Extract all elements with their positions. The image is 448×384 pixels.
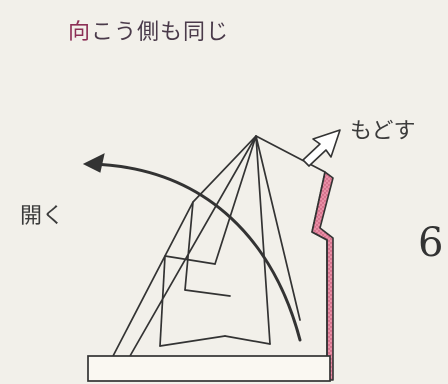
folded-paper [111, 135, 328, 359]
top-note-text: こう側も同じ [91, 20, 230, 45]
step-number: 6 [418, 220, 444, 266]
return-label: もどす [350, 119, 416, 144]
top-note-accent: 向 [68, 20, 92, 45]
pink-back-edge [311, 171, 334, 381]
other-side-same-note: 向こう側も同じ [68, 14, 229, 46]
curved-arrow-icon [82, 153, 302, 342]
paper-base [87, 355, 331, 382]
hollow-arrow-icon [302, 129, 341, 167]
open-label: 開く [20, 204, 65, 229]
